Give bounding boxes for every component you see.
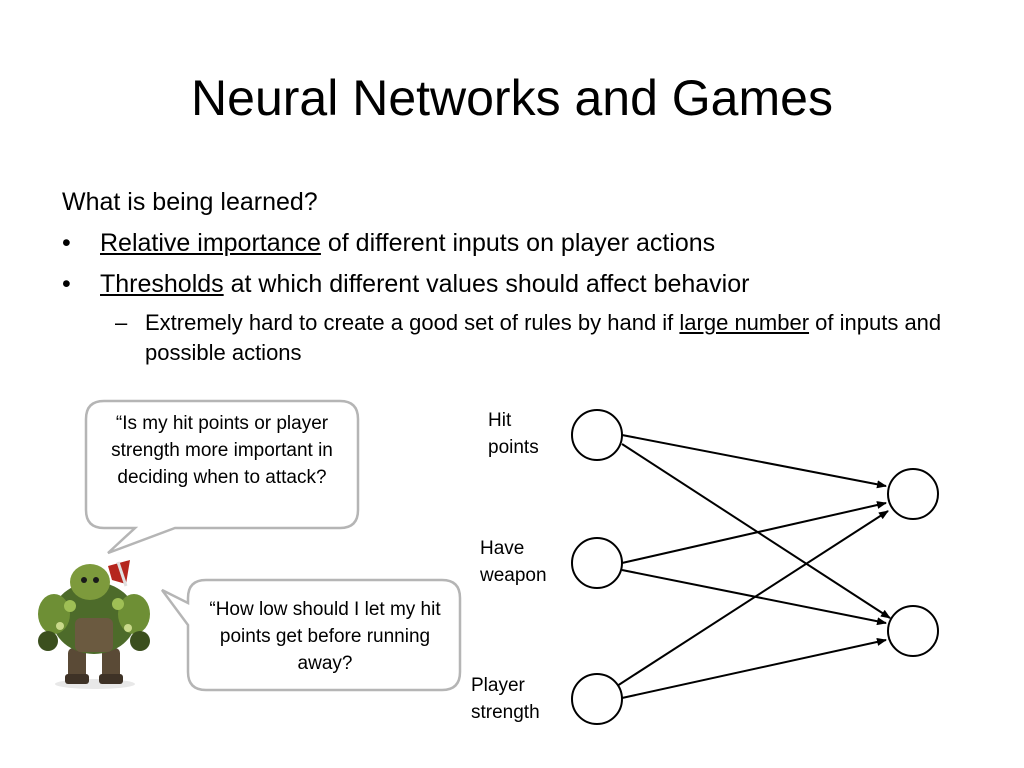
bullet-dot: • <box>62 229 71 257</box>
bullet-text: of different inputs on player actions <box>320 229 716 257</box>
label-player-strength: Player strength <box>471 675 540 723</box>
sub-bullet-text: Extremely hard to create a good set of r… <box>145 310 680 335</box>
edge-player-strength-to-output-2 <box>621 638 887 699</box>
output-node-2 <box>887 605 939 657</box>
label-have-weapon: Have weapon <box>480 538 547 586</box>
bubble-bottom-text: “How low should I let my hit points get … <box>209 599 441 674</box>
edge-player-strength-to-output-1 <box>616 510 889 687</box>
bullet-dot: • <box>62 270 71 298</box>
input-node-player-strength <box>571 673 623 725</box>
edge-have-weapon-to-output-1 <box>621 501 887 564</box>
orc-character-image <box>38 560 150 689</box>
speech-bubble-bottom <box>160 578 462 692</box>
sub-bullet-text-end: of inputs and possible actions <box>145 310 942 365</box>
input-node-have-weapon <box>571 537 623 589</box>
slide-title: Neural Networks and Games <box>191 70 833 126</box>
speech-bubble-top <box>84 399 360 555</box>
bullet-term: Thresholds <box>100 270 224 298</box>
output-node-1 <box>887 468 939 520</box>
edge-hit-points-to-output-2 <box>621 443 891 619</box>
bullet-term: Relative importance <box>100 229 321 257</box>
sub-bullet-term: large number <box>679 310 810 335</box>
intro-question: What is being learned? <box>62 188 318 216</box>
bullet-text: at which different values should affect … <box>223 270 750 298</box>
label-hit-points: Hit points <box>488 410 539 458</box>
edge-hit-points-to-output-1 <box>621 434 887 489</box>
sub-bullet-dash: – <box>115 310 128 335</box>
bubble-top-text: “Is my hit points or player strength mor… <box>111 413 333 488</box>
input-node-hit-points <box>571 409 623 461</box>
